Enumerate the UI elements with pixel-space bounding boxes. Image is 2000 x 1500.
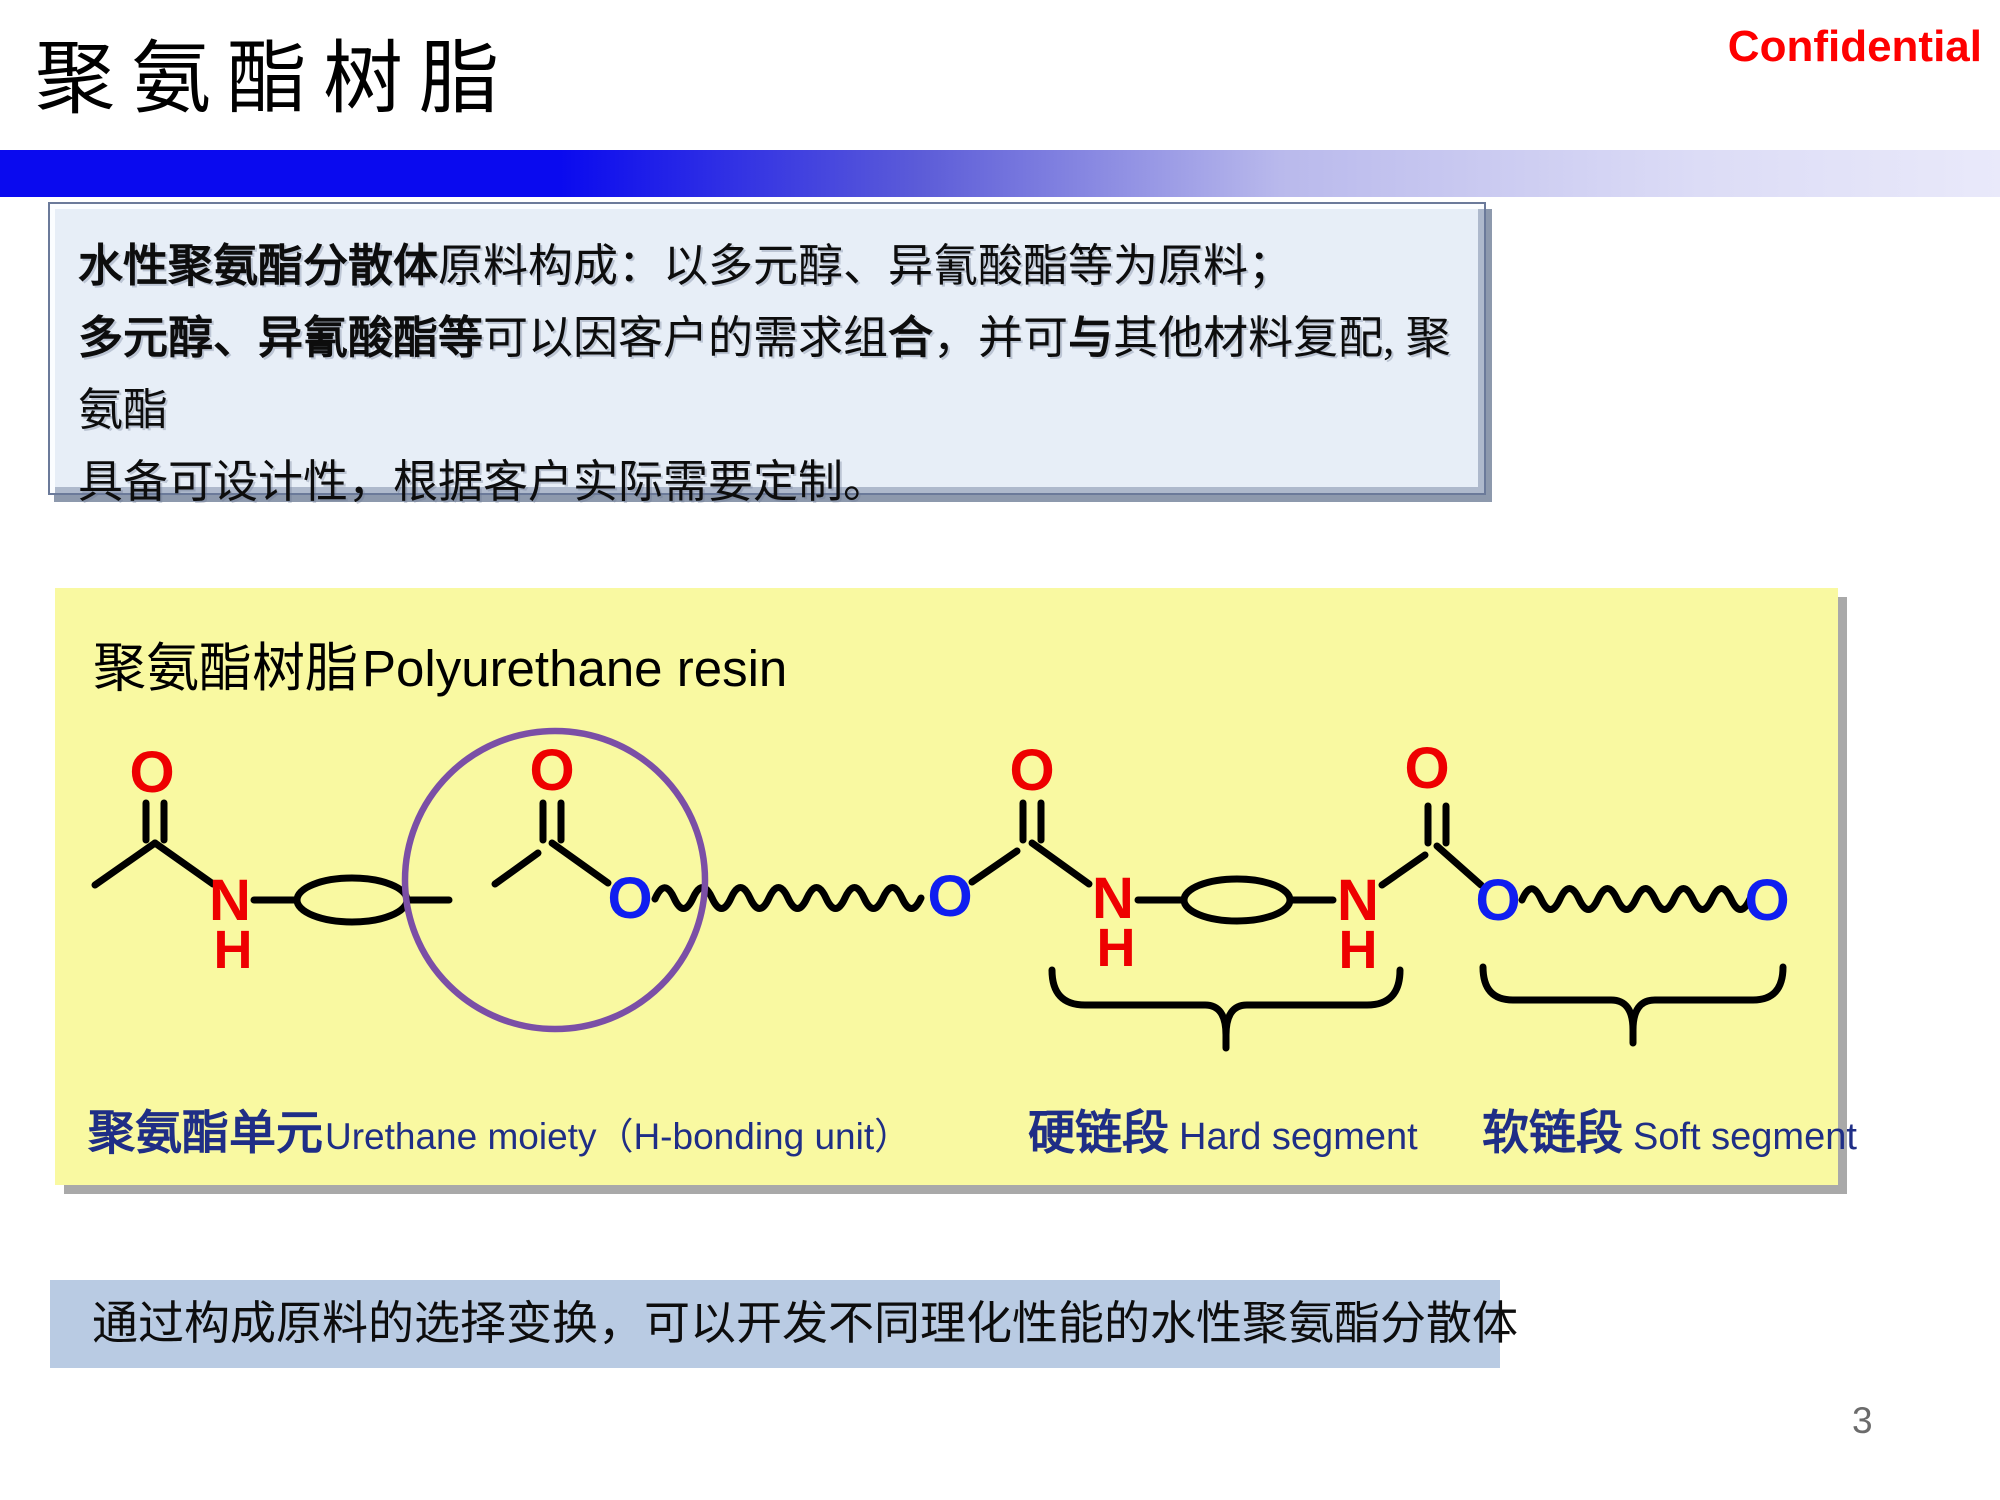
urethane-label-zh: 聚氨酯单元 [88,1106,323,1159]
intro-text: 水性聚氨酯分散体原料构成：以多元醇、异氰酸酯等为原料； 多元醇、异氰酸酯等可以因… [50,204,1484,518]
polymer-chain-squiggle [1518,885,1754,913]
intro-segment: 水性聚氨酯分散体 [78,241,439,291]
benzene-ring [293,874,411,926]
intro-line-2: 多元醇、异氰酸酯等可以因客户的需求组合，并可与其他材料复配, 聚氨酯 [78,302,1454,446]
intro-segment: 合 [888,313,934,363]
intro-line-3: 具备可设计性，根据客户实际需要定制。 [78,446,1454,518]
carbonyl-group [1378,802,1485,889]
oxygen-atom: O [607,866,652,931]
hard-label-en: Hard segment [1179,1116,1418,1158]
urethane-moiety-highlight-circle [401,727,709,1033]
oxygen-atom: O [129,740,174,805]
oxygen-atom: O [1744,868,1789,933]
nitrogen-atom: N [1092,866,1134,931]
polyurethane-structure-panel: O N H O O O O N H N H O O O 聚氨酯树脂 Polyur… [55,588,1857,1185]
soft-label-zh: 软链段 [1482,1106,1623,1159]
intro-segment: 可以因客户的需求组 [483,313,889,363]
carbonyl-group [968,799,1093,888]
panel-title: 聚氨酯树脂 Polyurethane resin [93,626,787,702]
conclusion-bar: 通过构成原料的选择变换，可以开发不同理化性能的水性聚氨酯分散体 [50,1280,1518,1368]
oxygen-atom: O [1404,736,1449,801]
soft-segment-label: 软链段 Soft segment [1482,1094,1857,1163]
intro-segment: ，并可 [933,313,1069,363]
panel-title-zh: 聚氨酯树脂 [93,640,358,698]
nitrogen-atom: N [209,868,251,933]
urethane-label-en: Urethane moiety（H-bonding unit） [325,1116,912,1157]
confidential-stamp: Confidential [1727,22,1982,71]
carbonyl-group [491,799,612,888]
hydrogen-atom: H [1339,920,1378,980]
soft-label-en: Soft segment [1633,1116,1857,1158]
intro-segment: 其他材料复配, 聚氨酯 [78,313,1451,435]
polymer-chain-squiggle [651,884,925,912]
carbonyl-group [91,799,217,889]
hard-segment-label: 硬链段 Hard segment [1028,1094,1418,1163]
urethane-moiety-label: 聚氨酯单元 Urethane moiety（H-bonding unit） [88,1094,911,1163]
intro-segment: 原料构成：以多元醇、异氰酸酯等为原料； [438,241,1294,291]
oxygen-atom: O [1475,868,1520,933]
oxygen-atom: O [927,864,972,929]
hydrogen-atom: H [1097,918,1136,978]
oxygen-atom: O [529,738,574,803]
soft-segment-brace [1479,963,1787,1047]
intro-text-box: 水性聚氨酯分散体原料构成：以多元醇、异氰酸酯等为原料； 多元醇、异氰酸酯等可以因… [48,202,1486,507]
intro-segment: 与 [1068,313,1114,363]
page-number: 3 [1852,1400,1873,1441]
intro-segment: 具备可设计性，根据客户实际需要定制。 [78,457,889,507]
nitrogen-atom: N [1337,868,1379,933]
hard-segment-brace [1048,966,1404,1052]
chemical-structure-diagram: O N H O O O O N H N H O O O [91,727,1790,1052]
intro-segment: 多元醇、异氰酸酯等 [78,313,484,363]
title-divider-bar [0,150,2000,197]
hydrogen-atom: H [214,920,253,980]
benzene-ring [1180,875,1294,925]
intro-line-1: 水性聚氨酯分散体原料构成：以多元醇、异氰酸酯等为原料； [78,230,1454,302]
conclusion-text: 通过构成原料的选择变换，可以开发不同理化性能的水性聚氨酯分散体 [92,1298,1518,1349]
page-title: 聚氨酯树脂 [35,36,515,124]
hard-label-zh: 硬链段 [1028,1106,1169,1159]
panel-title-en: Polyurethane resin [362,640,788,697]
oxygen-atom: O [1009,738,1054,803]
